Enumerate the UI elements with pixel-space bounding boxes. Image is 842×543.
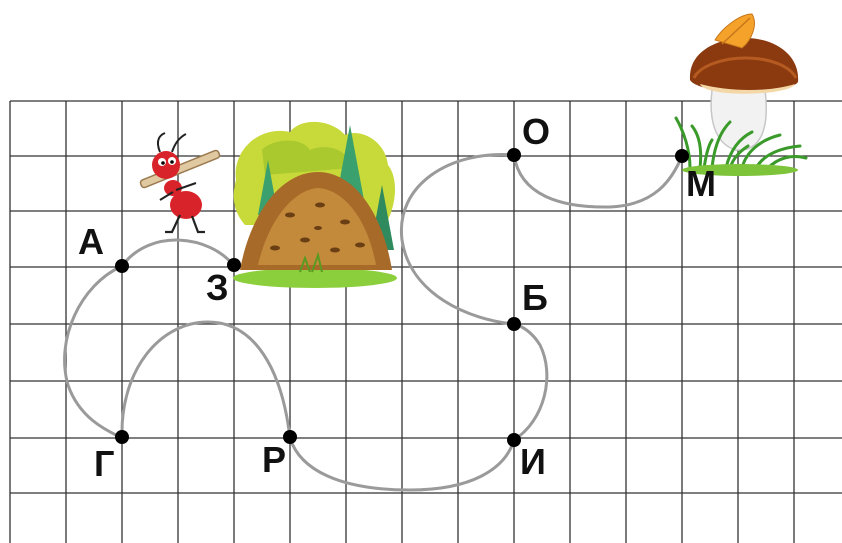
point-label-o: О — [522, 111, 550, 152]
point-label-r: Р — [262, 439, 286, 480]
point-label-m: М — [686, 163, 716, 204]
point-label-b: Б — [522, 277, 548, 318]
mushroom-icon — [676, 14, 806, 176]
ant-icon — [140, 133, 221, 232]
segment-g-r — [122, 322, 290, 438]
point-g-dot — [115, 430, 129, 444]
point-label-a: А — [78, 221, 104, 262]
segment-o-m — [514, 155, 682, 207]
segment-i-b — [514, 324, 547, 440]
point-label-g: Г — [94, 443, 114, 484]
point-b-dot — [507, 317, 521, 331]
point-o-dot — [507, 148, 521, 162]
anthill-icon — [233, 122, 397, 288]
point-m-dot — [675, 149, 689, 163]
point-label-z: З — [206, 267, 229, 308]
point-label-i: И — [520, 441, 546, 482]
point-i-dot — [507, 433, 521, 447]
point-z-dot — [227, 258, 241, 272]
segment-a-g — [65, 266, 122, 438]
point-a-dot — [115, 259, 129, 273]
